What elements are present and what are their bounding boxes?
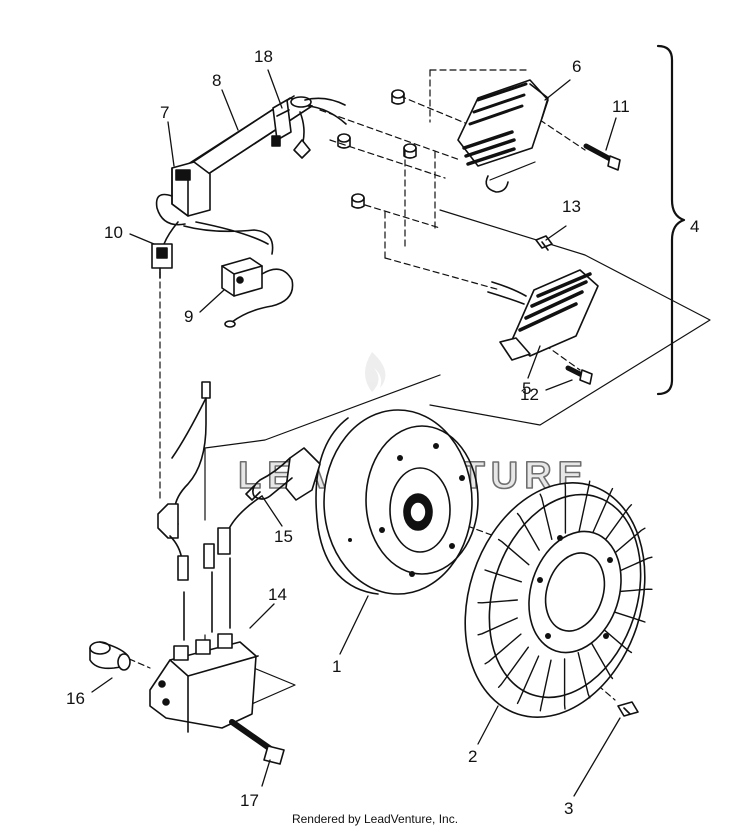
lighting-coil xyxy=(457,79,549,193)
callout-8: 8 xyxy=(212,71,221,90)
callout-17: 17 xyxy=(240,791,259,810)
fan-fin xyxy=(612,588,653,593)
callout-1: 1 xyxy=(332,657,341,676)
fan-fin xyxy=(484,569,522,583)
fan-fin xyxy=(477,617,518,636)
fan-fin xyxy=(516,512,540,551)
mounting-bolt xyxy=(229,719,285,765)
ignition-coil xyxy=(149,633,259,733)
cooling-fan xyxy=(464,480,653,718)
callout-15: 15 xyxy=(274,527,293,546)
terminal-cap xyxy=(89,641,131,671)
fan-fin xyxy=(601,504,633,546)
connector-block xyxy=(155,161,211,226)
callout-labels: 1 2 3 4 5 6 7 8 9 10 11 12 13 14 15 16 1… xyxy=(66,47,699,818)
rectifier xyxy=(221,257,294,328)
callout-10: 10 xyxy=(104,223,123,242)
spacers xyxy=(337,89,417,209)
harness-wires xyxy=(163,221,274,255)
callout-6: 6 xyxy=(572,57,581,76)
fan-fin xyxy=(497,646,529,688)
flywheel xyxy=(315,409,479,595)
fan-bolt xyxy=(617,701,639,717)
fan-fin xyxy=(577,652,591,699)
fan-fin xyxy=(608,527,646,559)
fan-fin xyxy=(539,493,553,540)
callout-3: 3 xyxy=(564,799,573,818)
bolt-11 xyxy=(583,143,621,171)
fan-fin xyxy=(477,599,518,604)
callout-9: 9 xyxy=(184,307,193,326)
fan-fin xyxy=(590,487,614,537)
loom-clamp xyxy=(271,99,292,147)
fan-fin xyxy=(484,633,522,665)
callout-16: 16 xyxy=(66,689,85,708)
fan-fins xyxy=(477,480,653,712)
callout-13: 13 xyxy=(562,197,581,216)
callout-18: 18 xyxy=(254,47,273,66)
render-credit: Rendered by LeadVenture, Inc. xyxy=(291,812,459,826)
fan-fin xyxy=(590,641,614,680)
callout-14: 14 xyxy=(268,585,287,604)
callout-12: 12 xyxy=(520,385,539,404)
callout-5: 5 xyxy=(522,379,531,398)
callout-leaders xyxy=(91,69,621,797)
assembly-bracket xyxy=(656,44,686,396)
fan-fin xyxy=(516,655,540,705)
fan-fin xyxy=(608,609,646,623)
fan-fin xyxy=(600,626,633,654)
exciter-coil xyxy=(487,269,599,361)
callout-4: 4 xyxy=(690,217,699,236)
bolt-12 xyxy=(565,365,593,385)
ignition-wires xyxy=(157,381,231,641)
fan-fin xyxy=(612,556,653,575)
callout-7: 7 xyxy=(160,103,169,122)
callout-11: 11 xyxy=(612,97,630,116)
fan-fin xyxy=(539,659,552,712)
fan-fin xyxy=(497,538,530,566)
callout-2: 2 xyxy=(468,747,477,766)
connector-plug xyxy=(151,243,173,279)
fan-fin xyxy=(578,480,591,533)
